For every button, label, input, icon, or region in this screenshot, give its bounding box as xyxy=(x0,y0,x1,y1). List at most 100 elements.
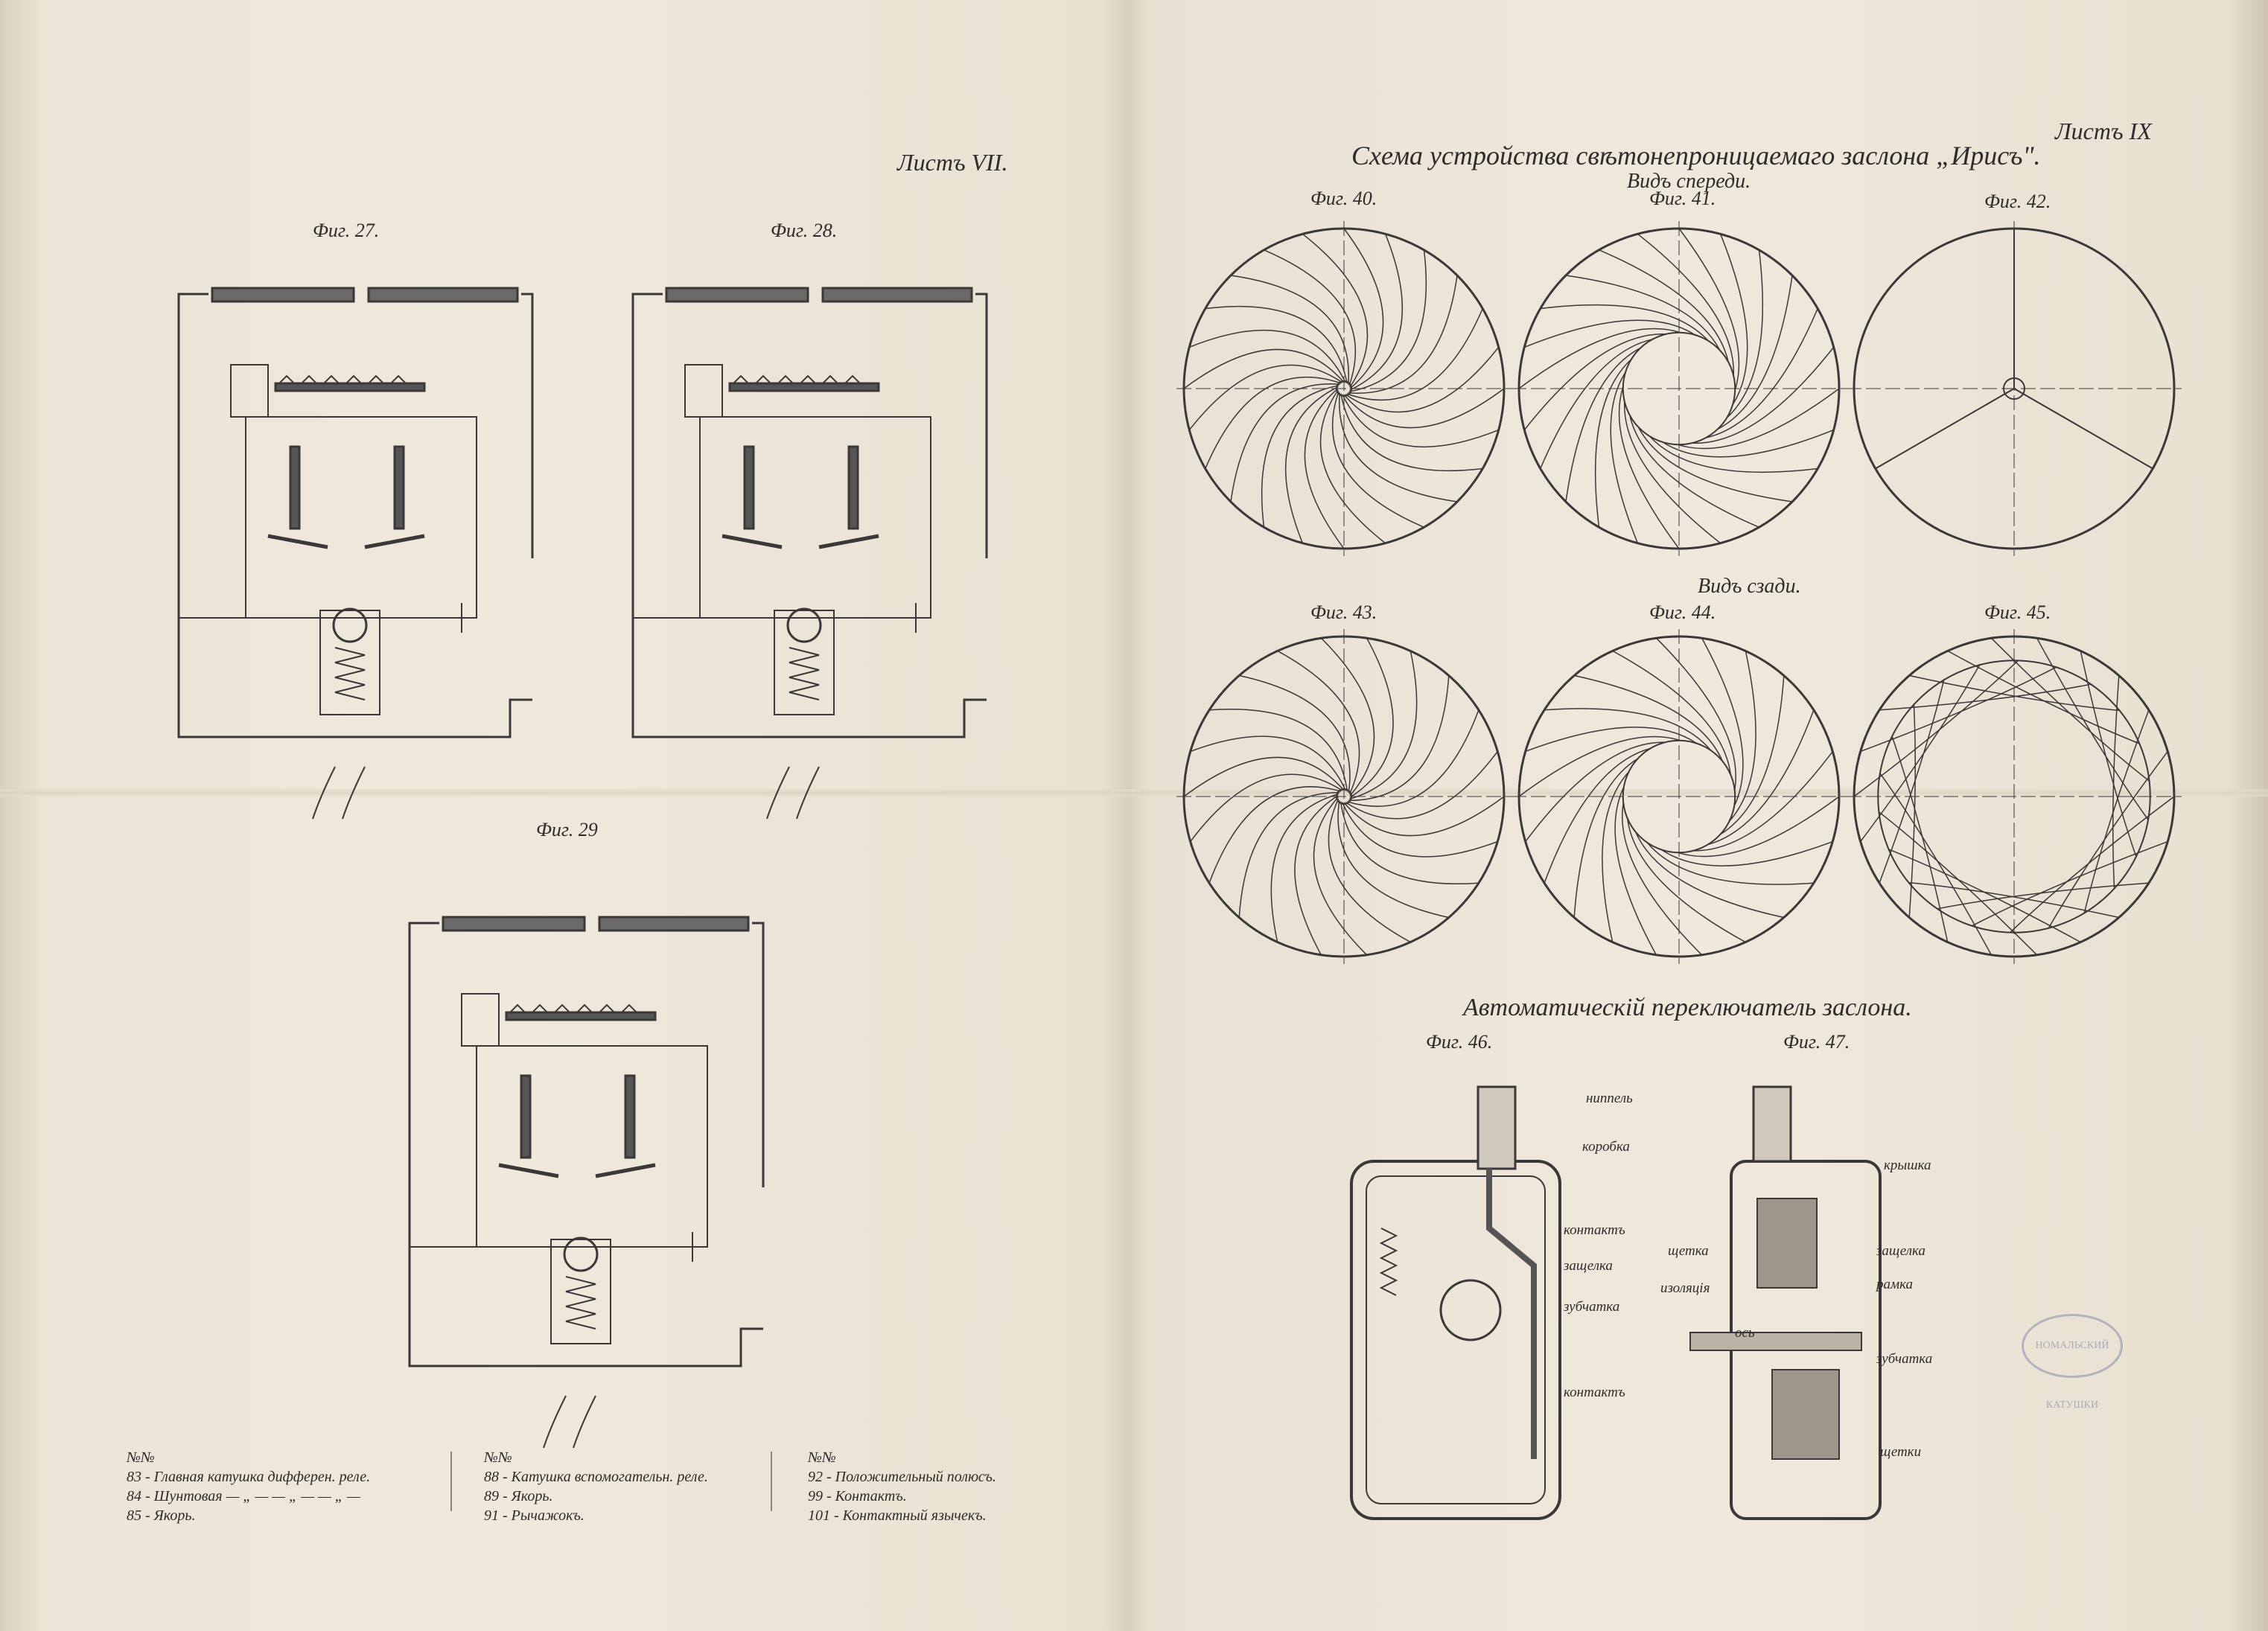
fig41-iris-blade xyxy=(1565,347,1641,502)
fig44-iris-blade xyxy=(1614,786,1657,956)
fig41-iris-blade xyxy=(1719,234,1748,406)
fig29-circuit-regulator-wheel xyxy=(563,1236,599,1272)
fig41-iris-blade xyxy=(1692,346,1835,444)
fig27-circuit-lever-91 xyxy=(267,534,425,549)
fig40-iris-hub xyxy=(1336,380,1352,397)
fig45-iris-blade xyxy=(1860,664,1981,843)
library-stamp: НОМАЛЬСКИЙ КАТУШКИ xyxy=(2022,1314,2123,1411)
fig43-iris-blade xyxy=(1328,798,1411,943)
fig-45-label: Фиг. 45. xyxy=(1984,601,2051,623)
fig-41-label: Фиг. 41. xyxy=(1649,188,1716,209)
fig43-iris-blade xyxy=(1348,675,1450,802)
fig40-iris-blade xyxy=(1189,329,1346,383)
fig27-circuit-cable xyxy=(312,766,366,820)
legend-item: 89 - Якорь. xyxy=(484,1488,553,1504)
legend-header: №№ xyxy=(808,1449,836,1466)
fig29-circuit-frame xyxy=(408,922,765,1016)
fig45-iris-blade xyxy=(1947,650,2140,744)
fig27-circuit-carbon-rod-left xyxy=(211,287,355,303)
fig27-circuit-regulator-wheel xyxy=(332,607,368,643)
fig40-iris-blade xyxy=(1230,275,1350,385)
fig41-iris-blade xyxy=(1618,386,1680,549)
fig29-circuit-carbon-rod-left xyxy=(442,916,586,932)
fig43-iris-blade xyxy=(1238,791,1340,918)
fig41-iris-blade xyxy=(1705,308,1818,438)
fig46-label-contact: контактъ xyxy=(1564,1222,1625,1238)
legend-item: 88 - Катушка вспомогательн. реле. xyxy=(484,1469,708,1485)
fig41-iris-blade xyxy=(1677,388,1840,450)
fig28-circuit-frame xyxy=(631,365,987,738)
fig40-iris-blade xyxy=(1349,234,1404,391)
legend-column-3: №№ 92 - Положительный полюсъ. 99 - Конта… xyxy=(808,1448,996,1525)
fig44-iris-blade xyxy=(1612,650,1732,775)
fig43-iris-blade xyxy=(1337,799,1449,919)
fig27-circuit-wiring xyxy=(245,416,477,619)
fig41-iris-blade xyxy=(1624,401,1721,544)
fig27-circuit-frame xyxy=(177,365,532,738)
fig29-circuit-carbon-rod-right xyxy=(598,916,750,932)
fig41-iris-blade xyxy=(1540,304,1710,342)
fig28-circuit-armature xyxy=(728,382,880,392)
fig28-circuit-frame xyxy=(631,293,988,387)
fig44-iris-blade xyxy=(1518,735,1681,797)
fig46-label-nipple: ниппель xyxy=(1586,1091,1633,1106)
fig40-iris-blade xyxy=(1230,383,1340,502)
fig41-iris-blade xyxy=(1540,339,1653,469)
fig44-iris-hub xyxy=(1622,739,1736,854)
fig45-iris-blade xyxy=(2048,750,2168,929)
fig44-iris-blade xyxy=(1573,758,1638,918)
fig-43-label: Фиг. 43. xyxy=(1310,601,1377,623)
fig44-iris-blade xyxy=(1525,741,1665,843)
legend-item: 84 - Шунтовая — „ — — „ — — „ — xyxy=(127,1488,360,1504)
fig27-circuit-regulator-box xyxy=(319,610,380,715)
fig43-iris-blade xyxy=(1313,797,1368,956)
fig29-circuit-coil-A xyxy=(520,1074,532,1159)
fig47-label-latch: защелка xyxy=(1876,1243,1925,1259)
fig41-iris-blade xyxy=(1662,429,1834,458)
fig40-iris-blade xyxy=(1183,348,1345,389)
fig40-iris-blade xyxy=(1338,392,1458,502)
fig45-iris-blade xyxy=(1888,849,2081,943)
fig28-circuit-wiring xyxy=(699,416,931,619)
fig40-iris-blade xyxy=(1348,249,1427,392)
fig28-circuit-coil-A xyxy=(743,445,755,530)
legend-header: №№ xyxy=(127,1449,155,1466)
legend-divider xyxy=(771,1452,772,1511)
fig27-circuit-coil-96 xyxy=(230,364,269,418)
legend-item: 83 - Главная катушка дифферен. реле. xyxy=(127,1469,371,1485)
fig46-nipple xyxy=(1477,1085,1517,1170)
fig40-iris-blade xyxy=(1346,308,1483,400)
fig43-iris-blade xyxy=(1340,801,1479,884)
paper-fold xyxy=(0,789,2268,797)
legend-item: 101 - Контактный язычекъ. xyxy=(808,1507,987,1524)
fig40-iris-blade xyxy=(1319,389,1386,544)
fig47-label-frame: рамка xyxy=(1876,1277,1914,1292)
fig44-iris-blade xyxy=(1525,727,1697,753)
fig44-iris-blade xyxy=(1646,842,1814,885)
fig43-iris-blade xyxy=(1345,750,1498,820)
fig45-iris-blade xyxy=(2083,709,2150,913)
fig29-circuit-coil-96 xyxy=(461,993,500,1047)
fig28-circuit-switch xyxy=(633,603,931,633)
fig43-iris-blade xyxy=(1183,756,1345,797)
fig29-circuit-frame xyxy=(408,994,763,1367)
fig40-iris-blade xyxy=(1332,391,1424,528)
fig44-iris-blade xyxy=(1693,750,1833,852)
fig40-iris-blade xyxy=(1188,364,1343,431)
fig28-circuit-lever-91 xyxy=(722,534,879,549)
fig-42-label: Фиг. 42. xyxy=(1984,191,2051,212)
legend-item: 85 - Якорь. xyxy=(127,1507,196,1524)
fig41-iris-hub xyxy=(1622,331,1736,446)
fig28-circuit-carbon-rod-right xyxy=(821,287,973,303)
fig47-label-cover: крышка xyxy=(1884,1158,1931,1173)
fig41-iris-blade xyxy=(1565,275,1721,351)
fig45-iris-blade xyxy=(1878,811,2038,956)
fig44-iris-blade xyxy=(1626,818,1746,943)
fig28-circuit-coil-B xyxy=(847,445,859,530)
fig41-iris-blade xyxy=(1599,249,1729,363)
fig-44-label: Фиг. 44. xyxy=(1649,601,1716,623)
back-view-label: Видъ сзади. xyxy=(1698,575,1801,598)
fig42-iris-hub xyxy=(2003,377,2025,400)
fig40-iris-blade xyxy=(1343,228,1384,389)
